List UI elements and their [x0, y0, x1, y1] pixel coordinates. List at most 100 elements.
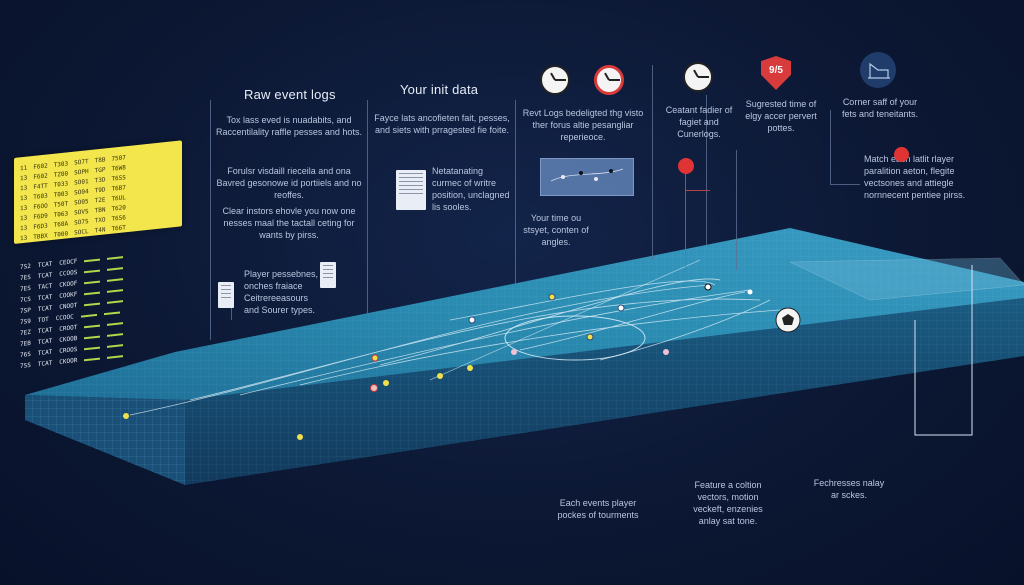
- your-init-data-title: Your init data: [400, 82, 479, 97]
- log-value-bar: [80, 313, 97, 318]
- halfway-line: [429, 259, 701, 381]
- log-card-cell: SO7S: [74, 217, 89, 227]
- log-card-cell: F6D9: [33, 211, 48, 221]
- document-icon: [396, 170, 426, 210]
- log-card-cell: T6UL: [111, 193, 126, 203]
- log-card-cell: T2E: [94, 195, 106, 205]
- log-card-cell: SO05: [74, 197, 89, 207]
- connector-line: [652, 65, 653, 260]
- log-value-bar: [84, 324, 101, 328]
- log-table-cell: 7CS: [20, 295, 31, 304]
- log-table-cell: CROOT: [59, 323, 78, 333]
- log-table-cell: 7S9: [20, 317, 31, 326]
- log-table-cell: TCAT: [37, 271, 53, 281]
- log-value-bar: [107, 343, 124, 348]
- connector-line: [830, 184, 860, 185]
- log-value-bar: [107, 277, 124, 282]
- log-card-cell: F602: [33, 171, 48, 181]
- log-value-bar: [107, 354, 124, 359]
- revt-logs-text-1: Revt Logs bedeligted thg visto ther foru…: [522, 108, 644, 142]
- raw-event-logs-text-2: Forulsr visdaill rieceila and ona Bavred…: [216, 166, 362, 200]
- connector-line: [706, 95, 707, 245]
- raw-event-logs-text-1: Tox lass eved is nuadabits, and Raccenti…: [216, 115, 362, 137]
- log-card-cell: SO7T: [74, 157, 89, 167]
- connector-line: [685, 170, 686, 270]
- log-card-cell: TZ00: [53, 169, 69, 179]
- log-value-bar: [103, 311, 120, 315]
- log-card-cell: TGP: [94, 165, 106, 175]
- log-card-cell: SO04: [74, 187, 89, 197]
- goal-frame: [914, 265, 973, 436]
- suggested-time-text: Sugrested time of elgy accer pervert pot…: [745, 99, 817, 133]
- log-card-cell: F6D3: [33, 221, 48, 231]
- trajectories: [129, 278, 781, 416]
- log-table-cell: CEOCF: [59, 257, 78, 267]
- log-table-cell: TCAT: [37, 326, 53, 336]
- pitch-side-grid: [185, 298, 1024, 485]
- log-value-bar: [107, 299, 124, 304]
- log-card-cell: SOVS: [74, 207, 89, 217]
- log-value-bar: [107, 255, 124, 260]
- connector-line: [367, 100, 368, 315]
- log-value-bar: [84, 291, 101, 295]
- log-table-cell: CKOOR: [59, 356, 78, 366]
- log-table-cell: 76S: [20, 350, 31, 359]
- feature-text: Feature a coltion vectors, motion veckef…: [693, 480, 763, 526]
- log-card-cell: T000: [53, 229, 69, 239]
- log-value-bar: [84, 280, 101, 284]
- log-value-bar: [84, 302, 101, 306]
- log-table-cell: TCAT: [37, 337, 53, 347]
- log-card-cell: T6SS: [111, 173, 126, 183]
- log-value-bar: [107, 332, 124, 337]
- log-table-cell: TCAT: [37, 260, 53, 270]
- match-text: Match each latlit rlayer paralition aeto…: [864, 154, 966, 200]
- log-table-cell: CKOOB: [59, 334, 78, 344]
- log-table-cell: 7EZ: [20, 328, 31, 337]
- log-table-cell: TCAT: [37, 348, 53, 358]
- raw-event-logs-text-3: Clear instors ehovle you now one nesses …: [222, 206, 356, 240]
- connector-line: [685, 190, 710, 191]
- football-icon: [775, 307, 801, 333]
- log-value-bar: [107, 266, 124, 271]
- log-value-bar: [84, 346, 101, 350]
- log-card-cell: T3D: [94, 175, 106, 185]
- log-card-cell: T6B7: [111, 183, 126, 193]
- log-card-cell: T033: [53, 179, 69, 189]
- log-card-cell: TBBX: [33, 231, 48, 241]
- log-card-cell: T603: [33, 191, 48, 201]
- log-card-cell: T6W8: [111, 163, 126, 173]
- log-card-cell: 13: [20, 194, 28, 202]
- log-card-cell: TXO: [94, 215, 106, 225]
- log-card-cell: T620: [111, 203, 126, 213]
- connector-line: [210, 100, 211, 340]
- document-icon: [218, 282, 234, 308]
- log-card-cell: T003: [53, 189, 69, 199]
- log-table-cell: COOKF: [59, 290, 78, 300]
- log-value-bar: [107, 288, 124, 293]
- log-table-cell: 7ES: [20, 273, 31, 282]
- match-marker: [894, 147, 909, 162]
- each-events-text: Each events player pockes of tourments: [557, 498, 639, 520]
- log-table-cell: CROOS: [59, 345, 78, 355]
- graph-tile-icon: [860, 52, 896, 88]
- log-value-bar: [84, 335, 101, 339]
- log-table-cell: TCAT: [37, 293, 53, 303]
- log-card-cell: 13: [20, 234, 28, 242]
- log-card-cell: T60A: [53, 219, 69, 229]
- log-card-cell: F602: [33, 161, 48, 171]
- event-marker: [678, 158, 694, 174]
- log-value-bar: [84, 269, 101, 273]
- log-value-bar: [107, 321, 124, 326]
- log-card-cell: T4N: [94, 225, 106, 235]
- log-card-cell: SOCL: [74, 227, 89, 237]
- log-card-cell: F6OO: [33, 201, 48, 211]
- penalty-area: [789, 257, 1024, 301]
- raw-event-logs-text-4: Player pessebnes, onches fraiace Ceitrer…: [244, 269, 319, 315]
- log-value-bar: [84, 357, 101, 361]
- log-value-bar: [84, 258, 101, 262]
- pitch-top-grid: [25, 228, 1024, 400]
- log-card-cell: 13: [20, 174, 28, 182]
